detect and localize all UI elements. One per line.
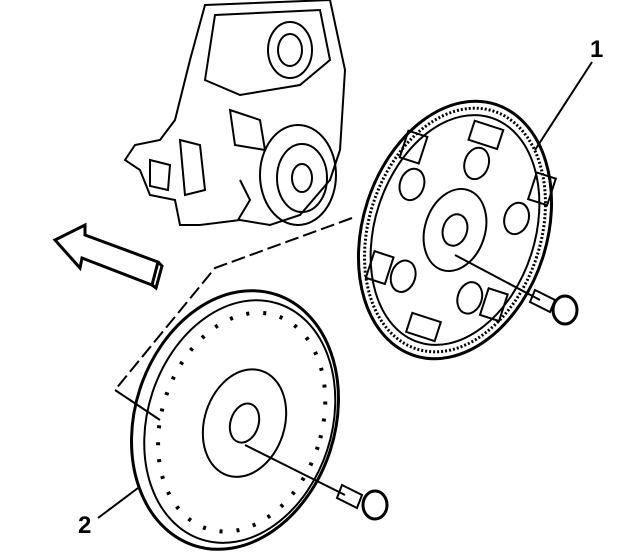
axis-leader [114, 389, 161, 421]
direction-arrow [52, 222, 164, 291]
engine-block [123, 0, 347, 227]
flywheel-bolt [244, 444, 389, 521]
flexplate [356, 99, 558, 361]
center-axis-line [114, 217, 353, 391]
callout-1-leader [534, 61, 593, 151]
callout-2-label: 2 [78, 512, 92, 539]
callout-1-label: 1 [590, 36, 604, 63]
callout-2-leader [97, 487, 139, 519]
flywheel [130, 289, 340, 551]
flexplate-bolt [454, 254, 579, 326]
